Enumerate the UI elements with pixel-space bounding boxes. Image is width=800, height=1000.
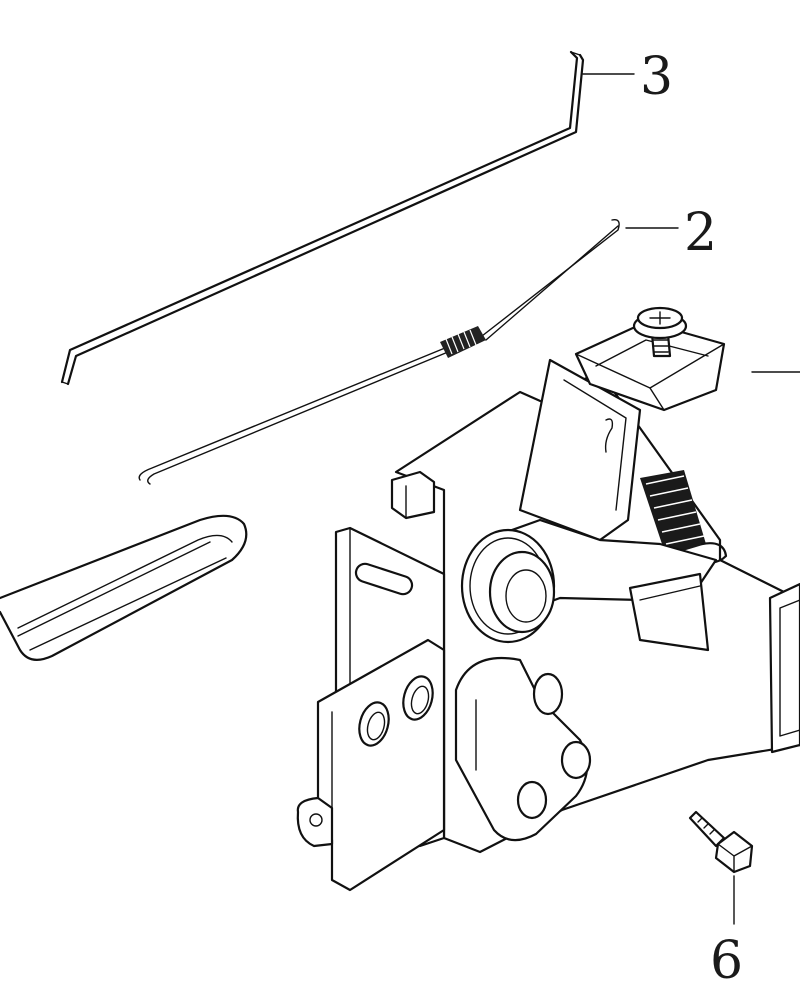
lower-link-plate <box>454 656 592 842</box>
callout-2: 2 <box>684 203 717 263</box>
callout-6: 6 <box>710 931 743 991</box>
part-2-spring-wire <box>138 219 620 485</box>
callout-3: 3 <box>640 47 673 107</box>
clamp-bolt <box>632 306 688 358</box>
main-bracket-assembly <box>296 306 800 892</box>
part-6-bolt <box>688 810 754 874</box>
spring-coil <box>440 326 486 358</box>
throttle-lever <box>460 518 718 652</box>
gasket-plate <box>0 514 248 661</box>
leader-lines <box>582 73 800 925</box>
part-3-rod <box>60 50 585 386</box>
